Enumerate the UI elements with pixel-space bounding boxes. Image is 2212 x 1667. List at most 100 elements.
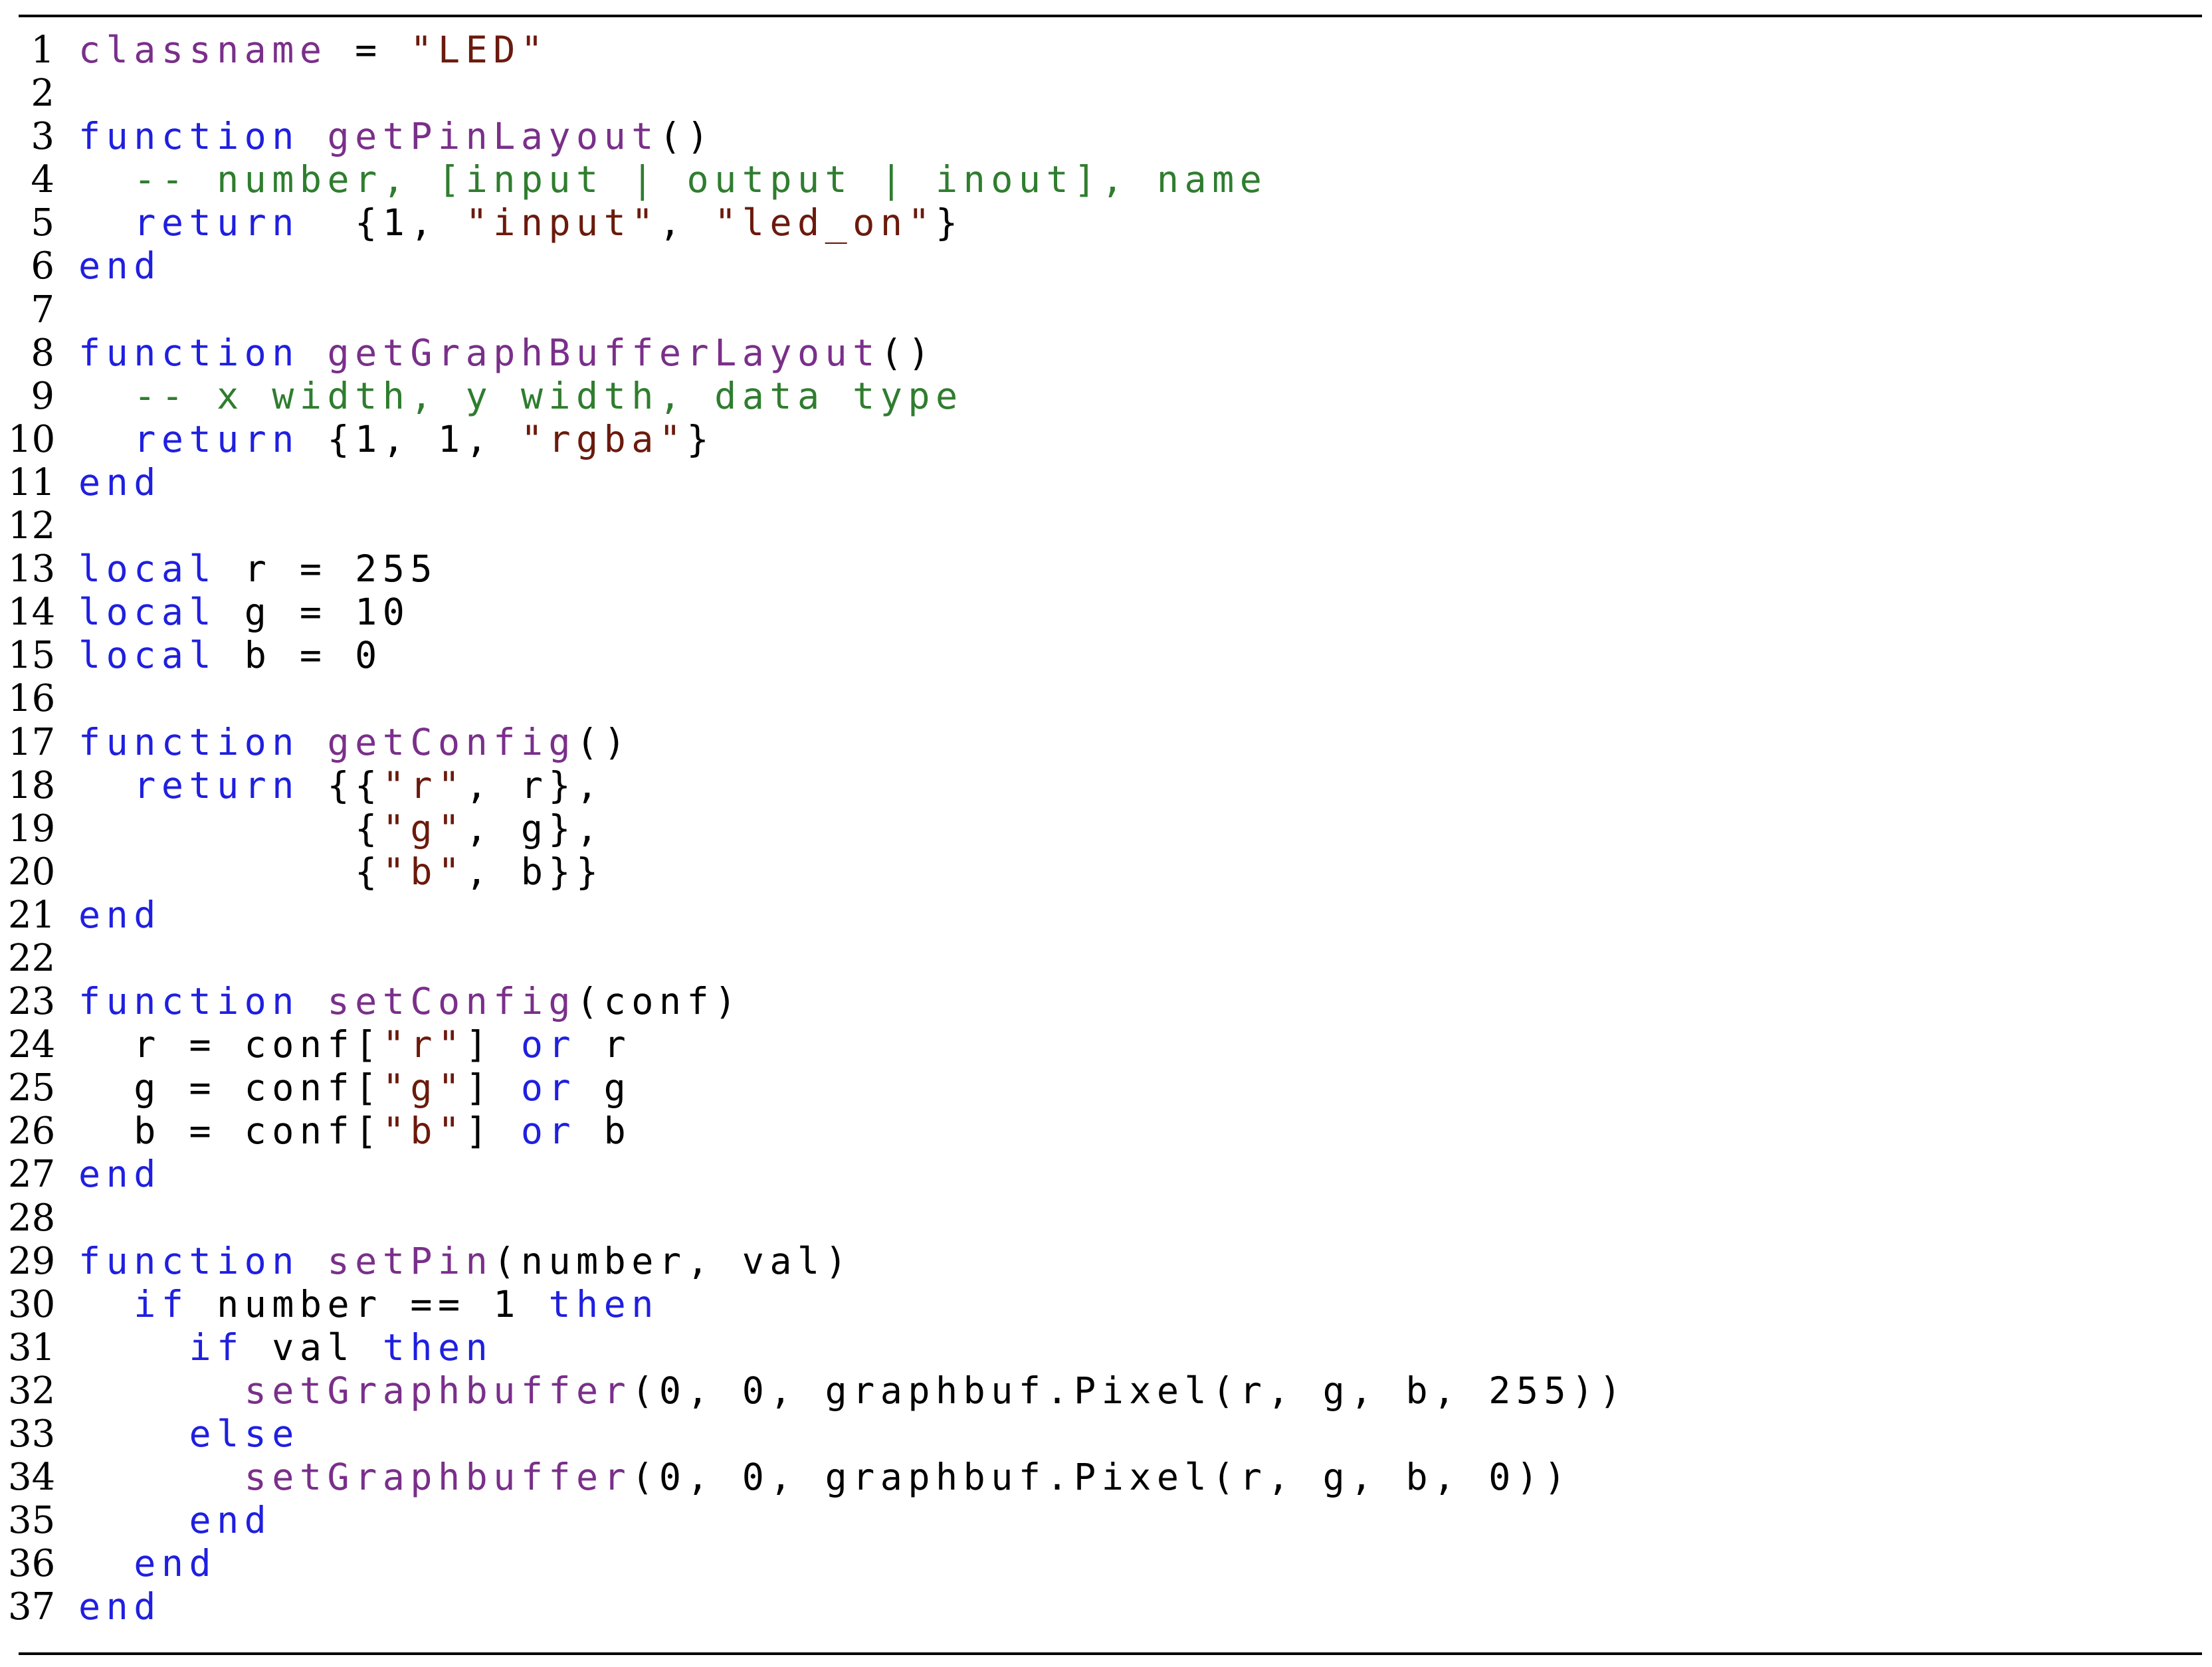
code-text: end: [78, 1153, 161, 1196]
code-token: [78, 1413, 189, 1455]
line-number: 8: [31, 331, 54, 375]
line-number: 32: [8, 1369, 56, 1413]
code-token: number == 1: [189, 1282, 549, 1325]
keyword-token: then: [382, 1325, 494, 1369]
code-token: {: [78, 807, 383, 850]
code-line: 12: [0, 504, 2212, 547]
code-line: 25 g = conf["g"] or g: [0, 1066, 2212, 1110]
code-token: [300, 332, 328, 374]
line-number: 11: [8, 460, 56, 504]
code-text: local g = 10: [78, 591, 410, 634]
function-name-token: getConfig: [327, 720, 577, 763]
code-token: val: [244, 1325, 383, 1369]
code-text: {"g", g},: [78, 807, 604, 850]
keyword-token: local: [78, 591, 217, 634]
code-token: [78, 1326, 189, 1369]
code-text: return {1, 1, "rgba"}: [78, 418, 714, 461]
string-token: "r": [382, 1023, 466, 1066]
code-text: else: [78, 1413, 300, 1456]
code-token: ]: [465, 1066, 521, 1110]
keyword-token: local: [78, 547, 217, 591]
function-name-token: setConfig: [327, 980, 577, 1023]
line-number: 29: [8, 1239, 56, 1283]
code-text: local b = 0: [78, 634, 383, 677]
code-line: 10 return {1, 1, "rgba"}: [0, 418, 2212, 461]
code-line: 2: [0, 72, 2212, 115]
keyword-token: return: [134, 417, 300, 460]
line-number: 28: [8, 1196, 56, 1240]
code-token: ,: [658, 201, 715, 245]
code-token: r = conf[: [78, 1023, 383, 1066]
code-text: function getConfig(): [78, 721, 631, 764]
code-token: [300, 721, 328, 763]
code-token: [300, 1240, 328, 1282]
line-number: 31: [8, 1325, 56, 1369]
code-line: 20 {"b", b}}: [0, 850, 2212, 894]
line-number: 4: [31, 158, 54, 202]
code-text: end: [78, 1542, 217, 1585]
code-line: 34 setGraphbuffer(0, 0, graphbuf.Pixel(r…: [0, 1456, 2212, 1499]
code-text: if val then: [78, 1326, 493, 1369]
function-name-token: getGraphBufferLayout: [327, 331, 880, 374]
line-number: 25: [8, 1066, 56, 1110]
string-token: "LED": [410, 29, 549, 71]
keyword-token: end: [78, 893, 161, 936]
code-text: function getGraphBufferLayout(): [78, 332, 936, 375]
line-number: 24: [8, 1023, 56, 1067]
line-number: 9: [31, 374, 54, 418]
keyword-token: end: [78, 460, 161, 504]
keyword-token: if: [189, 1325, 245, 1369]
line-number: 17: [8, 720, 56, 764]
keyword-token: end: [189, 1499, 272, 1542]
code-line: 4 -- number, [input | output | inout], n…: [0, 158, 2212, 201]
line-number: 12: [8, 504, 56, 548]
string-token: "g": [382, 807, 466, 850]
code-token: g = conf[: [78, 1066, 383, 1110]
code-text: end: [78, 461, 161, 504]
code-token: {{: [299, 763, 383, 807]
keyword-token: end: [78, 1585, 161, 1628]
code-token: (conf): [576, 980, 742, 1023]
string-token: "input": [465, 201, 659, 245]
code-text: -- number, [input | output | inout], nam…: [78, 158, 1267, 201]
code-token: r: [576, 1023, 632, 1066]
line-number: 21: [8, 893, 56, 937]
code-line: 18 return {{"r", r},: [0, 764, 2212, 807]
code-token: [300, 115, 328, 157]
code-line: 24 r = conf["r"] or r: [0, 1023, 2212, 1066]
code-line: 11 end: [0, 461, 2212, 504]
code-token: b = conf[: [78, 1110, 383, 1153]
code-line: 5 return {1, "input", "led_on"}: [0, 201, 2212, 245]
code-token: [78, 1456, 245, 1498]
code-token: g: [576, 1066, 632, 1110]
line-number: 20: [8, 850, 56, 894]
string-token: "g": [382, 1066, 466, 1110]
line-number: 33: [8, 1413, 56, 1456]
code-text: g = conf["g"] or g: [78, 1066, 631, 1110]
code-line: 8 function getGraphBufferLayout(): [0, 332, 2212, 375]
string-token: "rgba": [520, 417, 687, 460]
line-number: 13: [8, 547, 56, 591]
line-number: 27: [8, 1153, 56, 1197]
code-text: return {1, "input", "led_on"}: [78, 201, 963, 245]
code-token: b: [576, 1110, 632, 1153]
code-token: [78, 1542, 134, 1585]
line-number: 23: [8, 980, 56, 1024]
code-text: -- x width, y width, data type: [78, 375, 963, 418]
keyword-token: return: [134, 201, 300, 245]
line-number: 36: [8, 1542, 56, 1586]
code-line: 30 if number == 1 then: [0, 1283, 2212, 1326]
code-token: (0, 0, graphbuf.Pixel(r, g, b, 0)): [631, 1456, 1572, 1499]
keyword-token: function: [78, 331, 300, 374]
string-token: "b": [382, 1110, 466, 1153]
keyword-token: return: [134, 763, 300, 807]
code-text: end: [78, 245, 161, 288]
line-number: 6: [31, 245, 54, 288]
code-line: 26 b = conf["b"] or b: [0, 1110, 2212, 1153]
code-token: }: [686, 417, 715, 460]
line-number: 2: [31, 72, 54, 116]
code-token: }: [936, 201, 963, 245]
